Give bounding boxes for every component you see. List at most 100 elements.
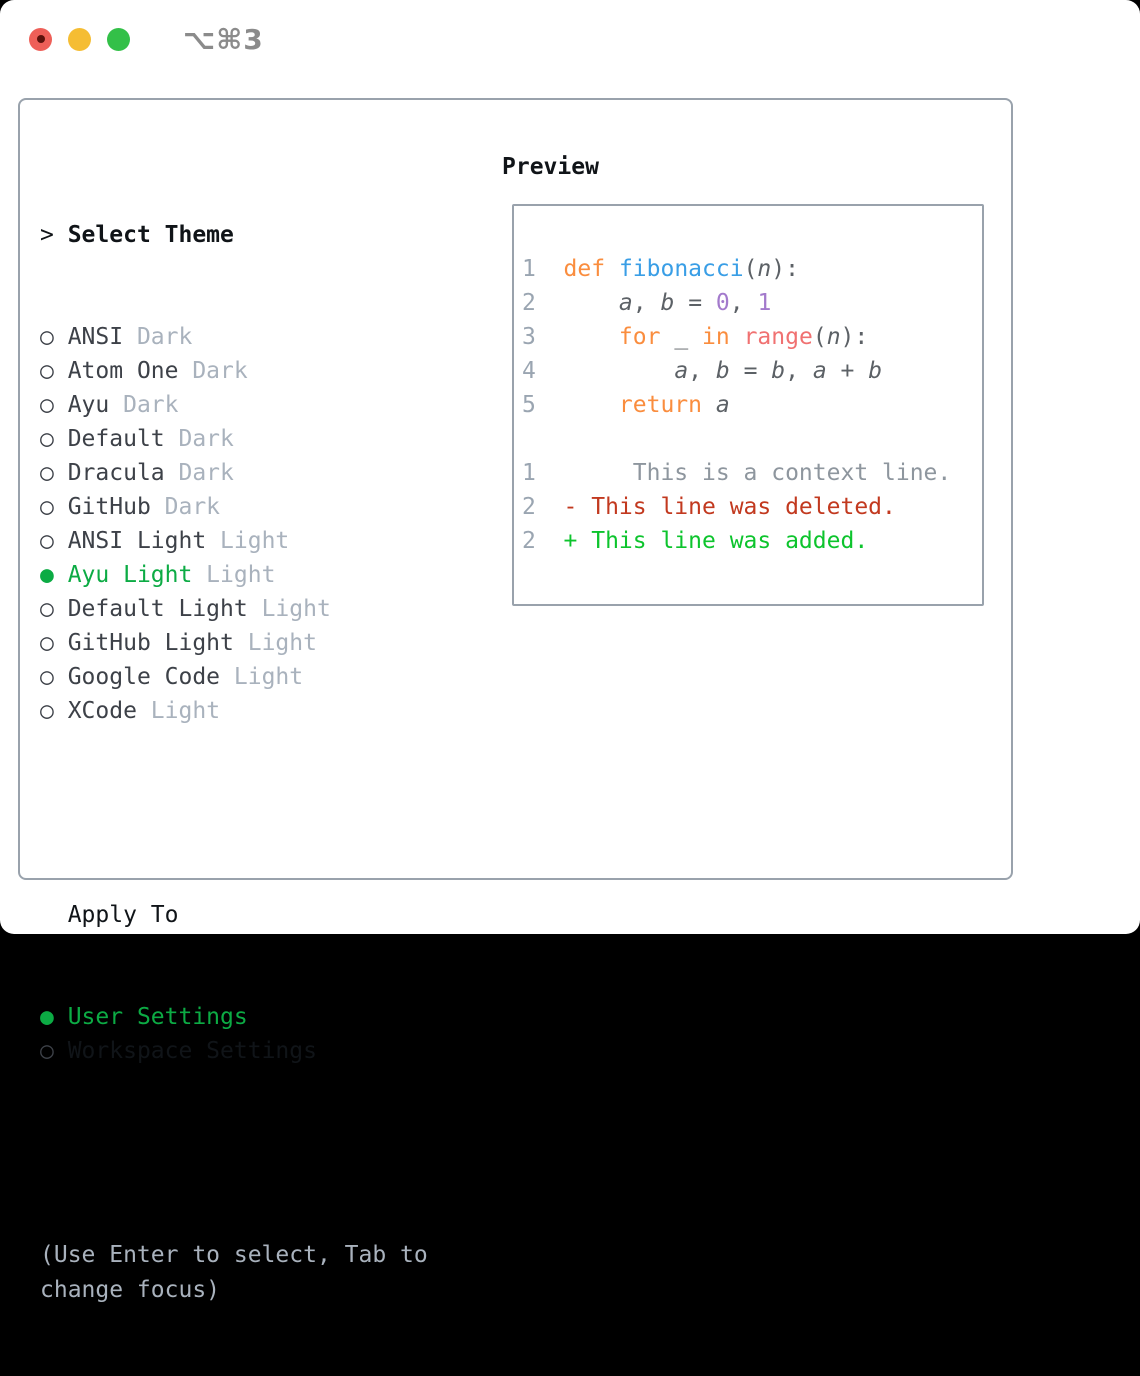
code-token: (	[812, 324, 827, 350]
radio-icon: ○	[40, 664, 68, 690]
apply-target-option[interactable]: ● User Settings	[40, 1000, 490, 1034]
code-token: a	[618, 290, 633, 316]
code-token: =	[674, 290, 716, 316]
theme-option[interactable]: ○ Dracula Dark	[40, 456, 490, 490]
code-token: 0	[715, 290, 730, 316]
theme-option[interactable]: ○ ANSI Dark	[40, 320, 490, 354]
code-token: fibonacci	[618, 256, 744, 282]
theme-option[interactable]: ○ Default Dark	[40, 422, 490, 456]
code-token: ):	[771, 256, 799, 282]
line-number: 2	[522, 494, 536, 520]
indent	[40, 902, 68, 928]
code-token: a	[674, 358, 689, 384]
theme-list-column: > Select Theme ○ ANSI Dark○ Atom One Dar…	[40, 150, 490, 1376]
line-number: 5	[522, 392, 536, 418]
code-token: ,	[688, 358, 716, 384]
code-token: b	[868, 358, 883, 384]
theme-name: GitHub Light	[67, 630, 234, 656]
apply-target-option[interactable]: ○ Workspace Settings	[40, 1034, 490, 1068]
code-token: def	[563, 256, 606, 282]
code-line: 3 for _ in range(n):	[522, 320, 976, 354]
code-token: - This line was deleted.	[563, 494, 896, 520]
radio-icon: ○	[40, 392, 68, 418]
apply-target-name: Workspace Settings	[67, 1038, 317, 1064]
code-token	[730, 324, 744, 350]
theme-selector-panel: > Select Theme ○ ANSI Dark○ Atom One Dar…	[18, 98, 1013, 1303]
theme-option[interactable]: ○ ANSI Light Light	[40, 524, 490, 558]
select-theme-title: Select Theme	[67, 222, 234, 248]
zoom-button[interactable]	[107, 27, 130, 51]
code-token: for	[618, 324, 661, 350]
radio-icon: ●	[40, 562, 68, 588]
apply-target-list: ● User Settings○ Workspace Settings	[40, 1000, 490, 1068]
theme-variant: Light	[136, 698, 221, 724]
code-line: 2 a, b = 0, 1	[522, 286, 976, 320]
code-line: 4 a, b = b, a + b	[522, 354, 976, 388]
radio-icon: ○	[40, 596, 68, 622]
theme-name: Atom One	[67, 358, 179, 384]
theme-variant: Dark	[109, 392, 179, 418]
code-token	[564, 324, 619, 350]
preview-title: Preview	[502, 154, 599, 180]
apply-to-title: Apply To	[67, 902, 179, 928]
theme-variant: Light	[220, 664, 304, 690]
theme-option[interactable]: ○ GitHub Light Light	[40, 626, 490, 660]
code-token: b	[715, 358, 730, 384]
code-token: This is a context line.	[563, 460, 952, 486]
line-number: 1	[522, 256, 536, 282]
theme-variant: Light	[247, 596, 331, 622]
app-window: ⌥⌘3 > Select Theme ○ ANSI Dark○ Atom One…	[0, 0, 1140, 1303]
theme-name: Default	[67, 426, 165, 452]
code-token: ,	[729, 290, 758, 316]
minimize-button[interactable]	[68, 27, 91, 51]
theme-name: Ayu	[67, 392, 110, 418]
code-token: b	[771, 358, 786, 384]
theme-name: GitHub	[67, 494, 151, 520]
theme-variant: Light	[206, 528, 290, 554]
radio-icon: ○	[40, 324, 68, 350]
theme-option[interactable]: ○ Ayu Dark	[40, 388, 490, 422]
code-token: ,	[785, 358, 813, 384]
theme-variant: Dark	[164, 426, 234, 452]
code-line: 2 - This line was deleted.	[522, 490, 976, 524]
keyboard-hint: (Use Enter to select, Tab to change focu…	[40, 1242, 428, 1303]
theme-name: Ayu Light	[67, 562, 193, 588]
code-line	[522, 422, 976, 456]
code-token	[564, 358, 675, 384]
theme-variant: Light	[192, 562, 276, 588]
radio-icon: ○	[40, 358, 68, 384]
cursor-prefix: >	[40, 222, 68, 248]
code-token: _	[660, 324, 703, 350]
theme-option[interactable]: ○ Google Code Light	[40, 660, 490, 694]
code-line: 5 return a	[522, 388, 976, 422]
code-token: a	[812, 358, 827, 384]
apply-to-header: Apply To	[40, 898, 490, 932]
theme-name: XCode	[67, 698, 137, 724]
theme-option[interactable]: ○ GitHub Dark	[40, 490, 490, 524]
radio-icon: ○	[40, 494, 68, 520]
code-token: (	[743, 256, 758, 282]
theme-variant: Light	[233, 630, 317, 656]
theme-option[interactable]: ● Ayu Light Light	[40, 558, 490, 592]
theme-name: ANSI	[67, 324, 124, 350]
apply-target-name: User Settings	[67, 1004, 248, 1030]
code-token: ,	[632, 290, 661, 316]
theme-option[interactable]: ○ Default Light Light	[40, 592, 490, 626]
line-number: 2	[522, 290, 536, 316]
theme-variant: Dark	[123, 324, 193, 350]
code-line: 2+ This line was added.	[522, 524, 976, 558]
code-token: +	[826, 358, 869, 384]
code-token: a	[715, 392, 730, 418]
theme-option[interactable]: ○ XCode Light	[40, 694, 490, 728]
radio-icon: ○	[40, 630, 68, 656]
radio-icon: ○	[40, 698, 68, 724]
theme-option[interactable]: ○ Atom One Dark	[40, 354, 490, 388]
theme-variant: Dark	[178, 358, 248, 384]
theme-variant: Dark	[150, 494, 221, 520]
window-title: ⌥⌘3	[183, 22, 264, 56]
close-button[interactable]	[29, 27, 52, 51]
code-token: 1	[757, 290, 772, 316]
